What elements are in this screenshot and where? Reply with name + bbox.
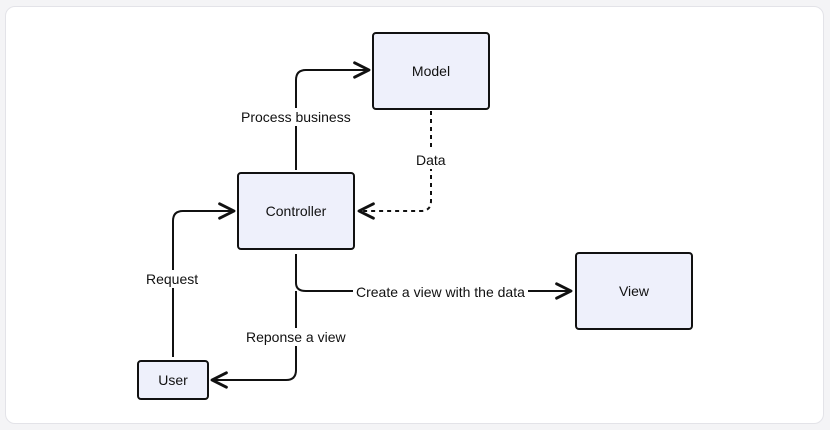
label-response-view: Reponse a view [243, 328, 349, 346]
node-model: Model [372, 32, 490, 110]
node-controller: Controller [237, 172, 355, 250]
node-view: View [575, 252, 693, 330]
edge-user-to-controller [172, 202, 236, 357]
label-data: Data [413, 151, 449, 169]
edge-controller-to-user [210, 291, 297, 389]
label-create-view: Create a view with the data [353, 283, 528, 301]
node-user: User [137, 360, 209, 400]
edge-model-to-controller [357, 111, 432, 220]
edge-controller-to-view [295, 254, 573, 300]
label-request: Request [143, 270, 202, 288]
label-process-business: Process business [238, 108, 354, 126]
edge-controller-to-model [295, 61, 371, 170]
